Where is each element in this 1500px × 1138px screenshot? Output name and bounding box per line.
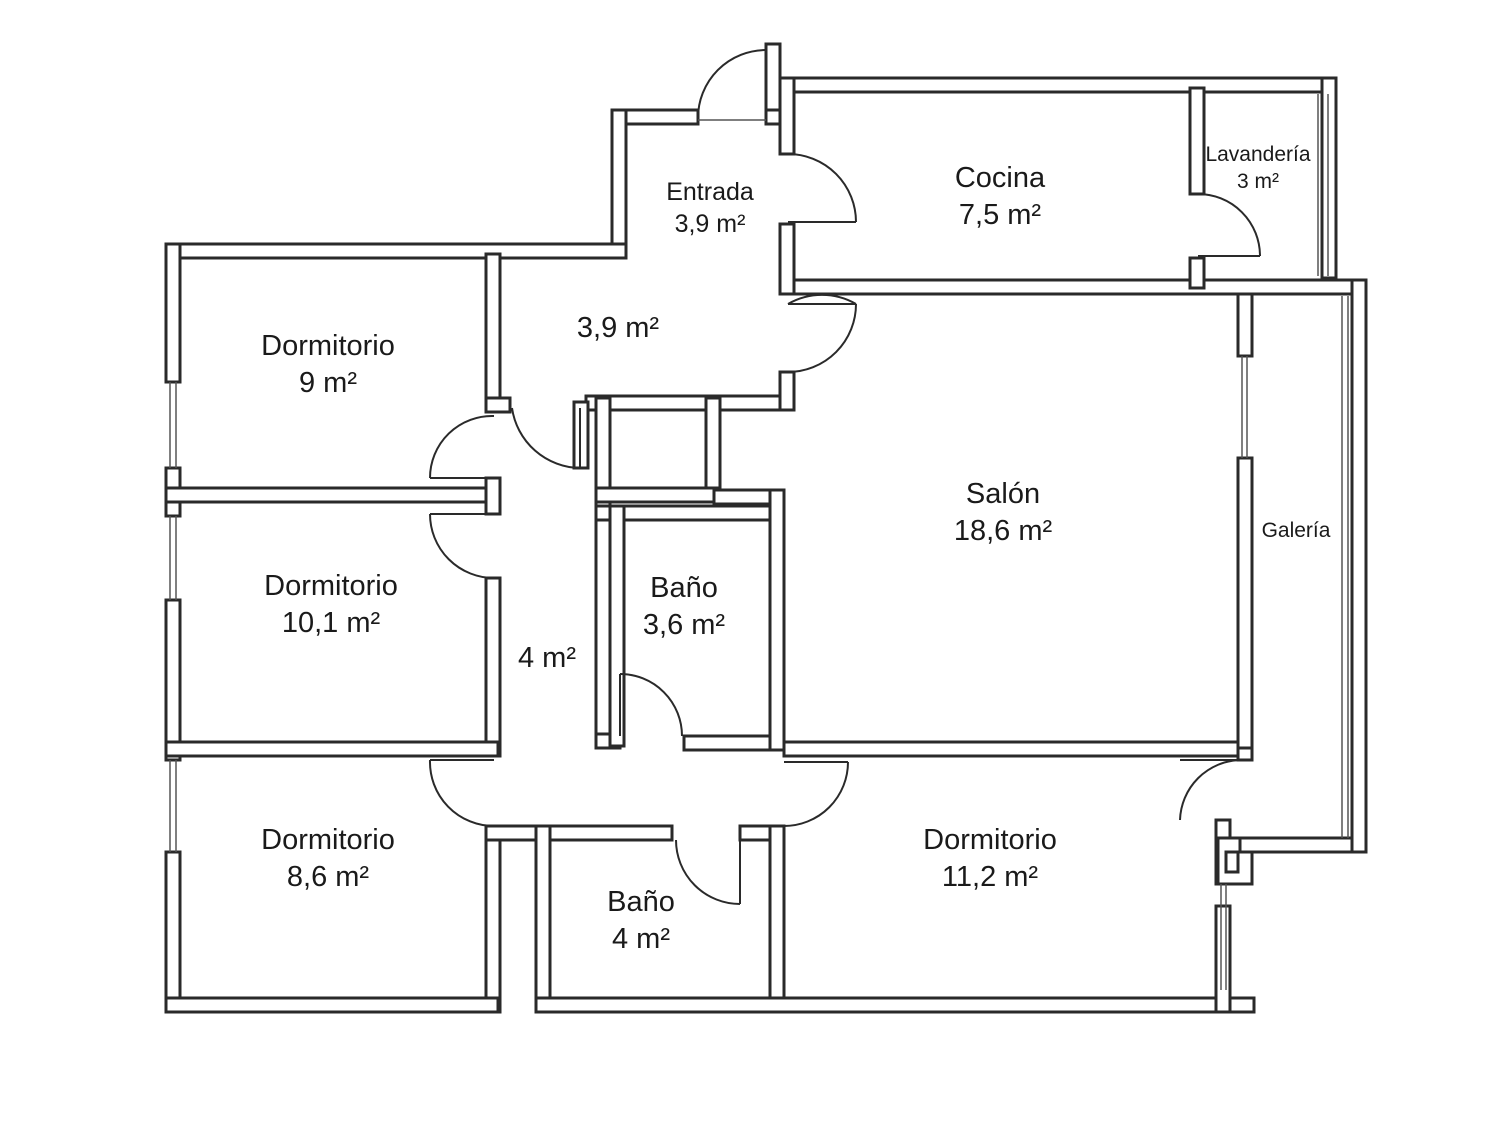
- wall: [704, 396, 722, 500]
- room-label-bano2: Baño 4 m²: [607, 884, 675, 958]
- room-name: Galería: [1261, 519, 1331, 542]
- wall: [610, 108, 628, 258]
- room-name: Cocina: [954, 162, 1046, 194]
- wall: [1214, 904, 1232, 1014]
- wall: [484, 824, 502, 1014]
- room-label-salon: Salón 18,6 m²: [954, 476, 1052, 550]
- wall: [778, 278, 1368, 296]
- wall: [1238, 836, 1368, 854]
- room-label-galeria: Galería: [1262, 518, 1331, 545]
- wall: [584, 394, 794, 412]
- room-area: 3,9 m²: [674, 210, 746, 238]
- room-name: Dormitorio: [261, 824, 395, 856]
- wall: [164, 242, 628, 260]
- room-label-bano1: Baño 3,6 m²: [643, 570, 725, 644]
- doors: [428, 49, 1261, 905]
- wall: [534, 996, 1256, 1014]
- wall: [594, 504, 772, 522]
- room-label-entrada: Entrada 3,9 m²: [666, 176, 754, 240]
- wall: [594, 396, 612, 750]
- wall: [1236, 456, 1254, 750]
- wall: [768, 824, 786, 1002]
- wall: [594, 486, 722, 504]
- wall: [778, 76, 1338, 94]
- room-area: 3 m²: [1237, 169, 1279, 193]
- wall: [778, 370, 796, 412]
- wall: [164, 740, 500, 758]
- walls: [164, 42, 1368, 1014]
- wall: [1236, 286, 1254, 358]
- wall: [1224, 850, 1240, 874]
- wall: [782, 740, 1252, 758]
- room-name: Dormitorio: [264, 570, 398, 602]
- room-label-cocina: Cocina 7,5 m²: [955, 160, 1045, 234]
- room-area: 4 m²: [518, 642, 576, 674]
- room-label-pasillo1: 3,9 m²: [577, 310, 659, 347]
- wall: [164, 486, 500, 504]
- windows: [169, 94, 1349, 990]
- room-area: 8,6 m²: [286, 861, 370, 894]
- room-label-dormitorio4: Dormitorio 11,2 m²: [923, 822, 1057, 896]
- room-area: 3,9 m²: [576, 312, 660, 344]
- room-area: 3,6 m²: [642, 609, 726, 642]
- wall: [778, 222, 796, 296]
- wall: [484, 576, 502, 758]
- room-area: 18,6 m²: [953, 515, 1053, 548]
- wall: [608, 504, 626, 748]
- room-label-dormitorio1: Dormitorio 9 m²: [261, 328, 395, 402]
- wall: [768, 488, 786, 752]
- room-area: 10,1 m²: [281, 607, 381, 640]
- room-name: Dormitorio: [261, 330, 395, 362]
- room-area: 7,5 m²: [958, 199, 1042, 232]
- room-name: Lavandería: [1205, 143, 1311, 166]
- wall: [484, 476, 502, 516]
- wall: [1188, 86, 1206, 196]
- room-area: 11,2 m²: [941, 861, 1039, 894]
- wall: [164, 850, 182, 1014]
- room-name: Dormitorio: [923, 824, 1057, 856]
- room-name: Baño: [650, 572, 718, 604]
- room-name: Baño: [607, 886, 675, 918]
- wall: [484, 824, 674, 842]
- wall: [1350, 278, 1368, 854]
- wall: [1320, 76, 1338, 280]
- room-label-dormitorio3: Dormitorio 8,6 m²: [261, 822, 395, 896]
- room-area: 4 m²: [611, 923, 670, 956]
- wall: [484, 252, 502, 414]
- room-name: Salón: [965, 478, 1041, 510]
- wall: [682, 734, 776, 752]
- wall: [164, 242, 182, 384]
- wall: [778, 76, 796, 156]
- wall: [164, 598, 182, 762]
- wall: [534, 824, 552, 1014]
- room-name: Entrada: [666, 178, 754, 206]
- wall: [1188, 256, 1206, 290]
- room-area: 9 m²: [299, 367, 357, 400]
- wall: [164, 996, 500, 1014]
- room-label-dormitorio2: Dormitorio 10,1 m²: [264, 568, 398, 642]
- room-label-pasillo2: 4 m²: [518, 640, 576, 677]
- room-label-lavanderia: Lavandería 3 m²: [1205, 142, 1310, 196]
- wall: [484, 396, 512, 414]
